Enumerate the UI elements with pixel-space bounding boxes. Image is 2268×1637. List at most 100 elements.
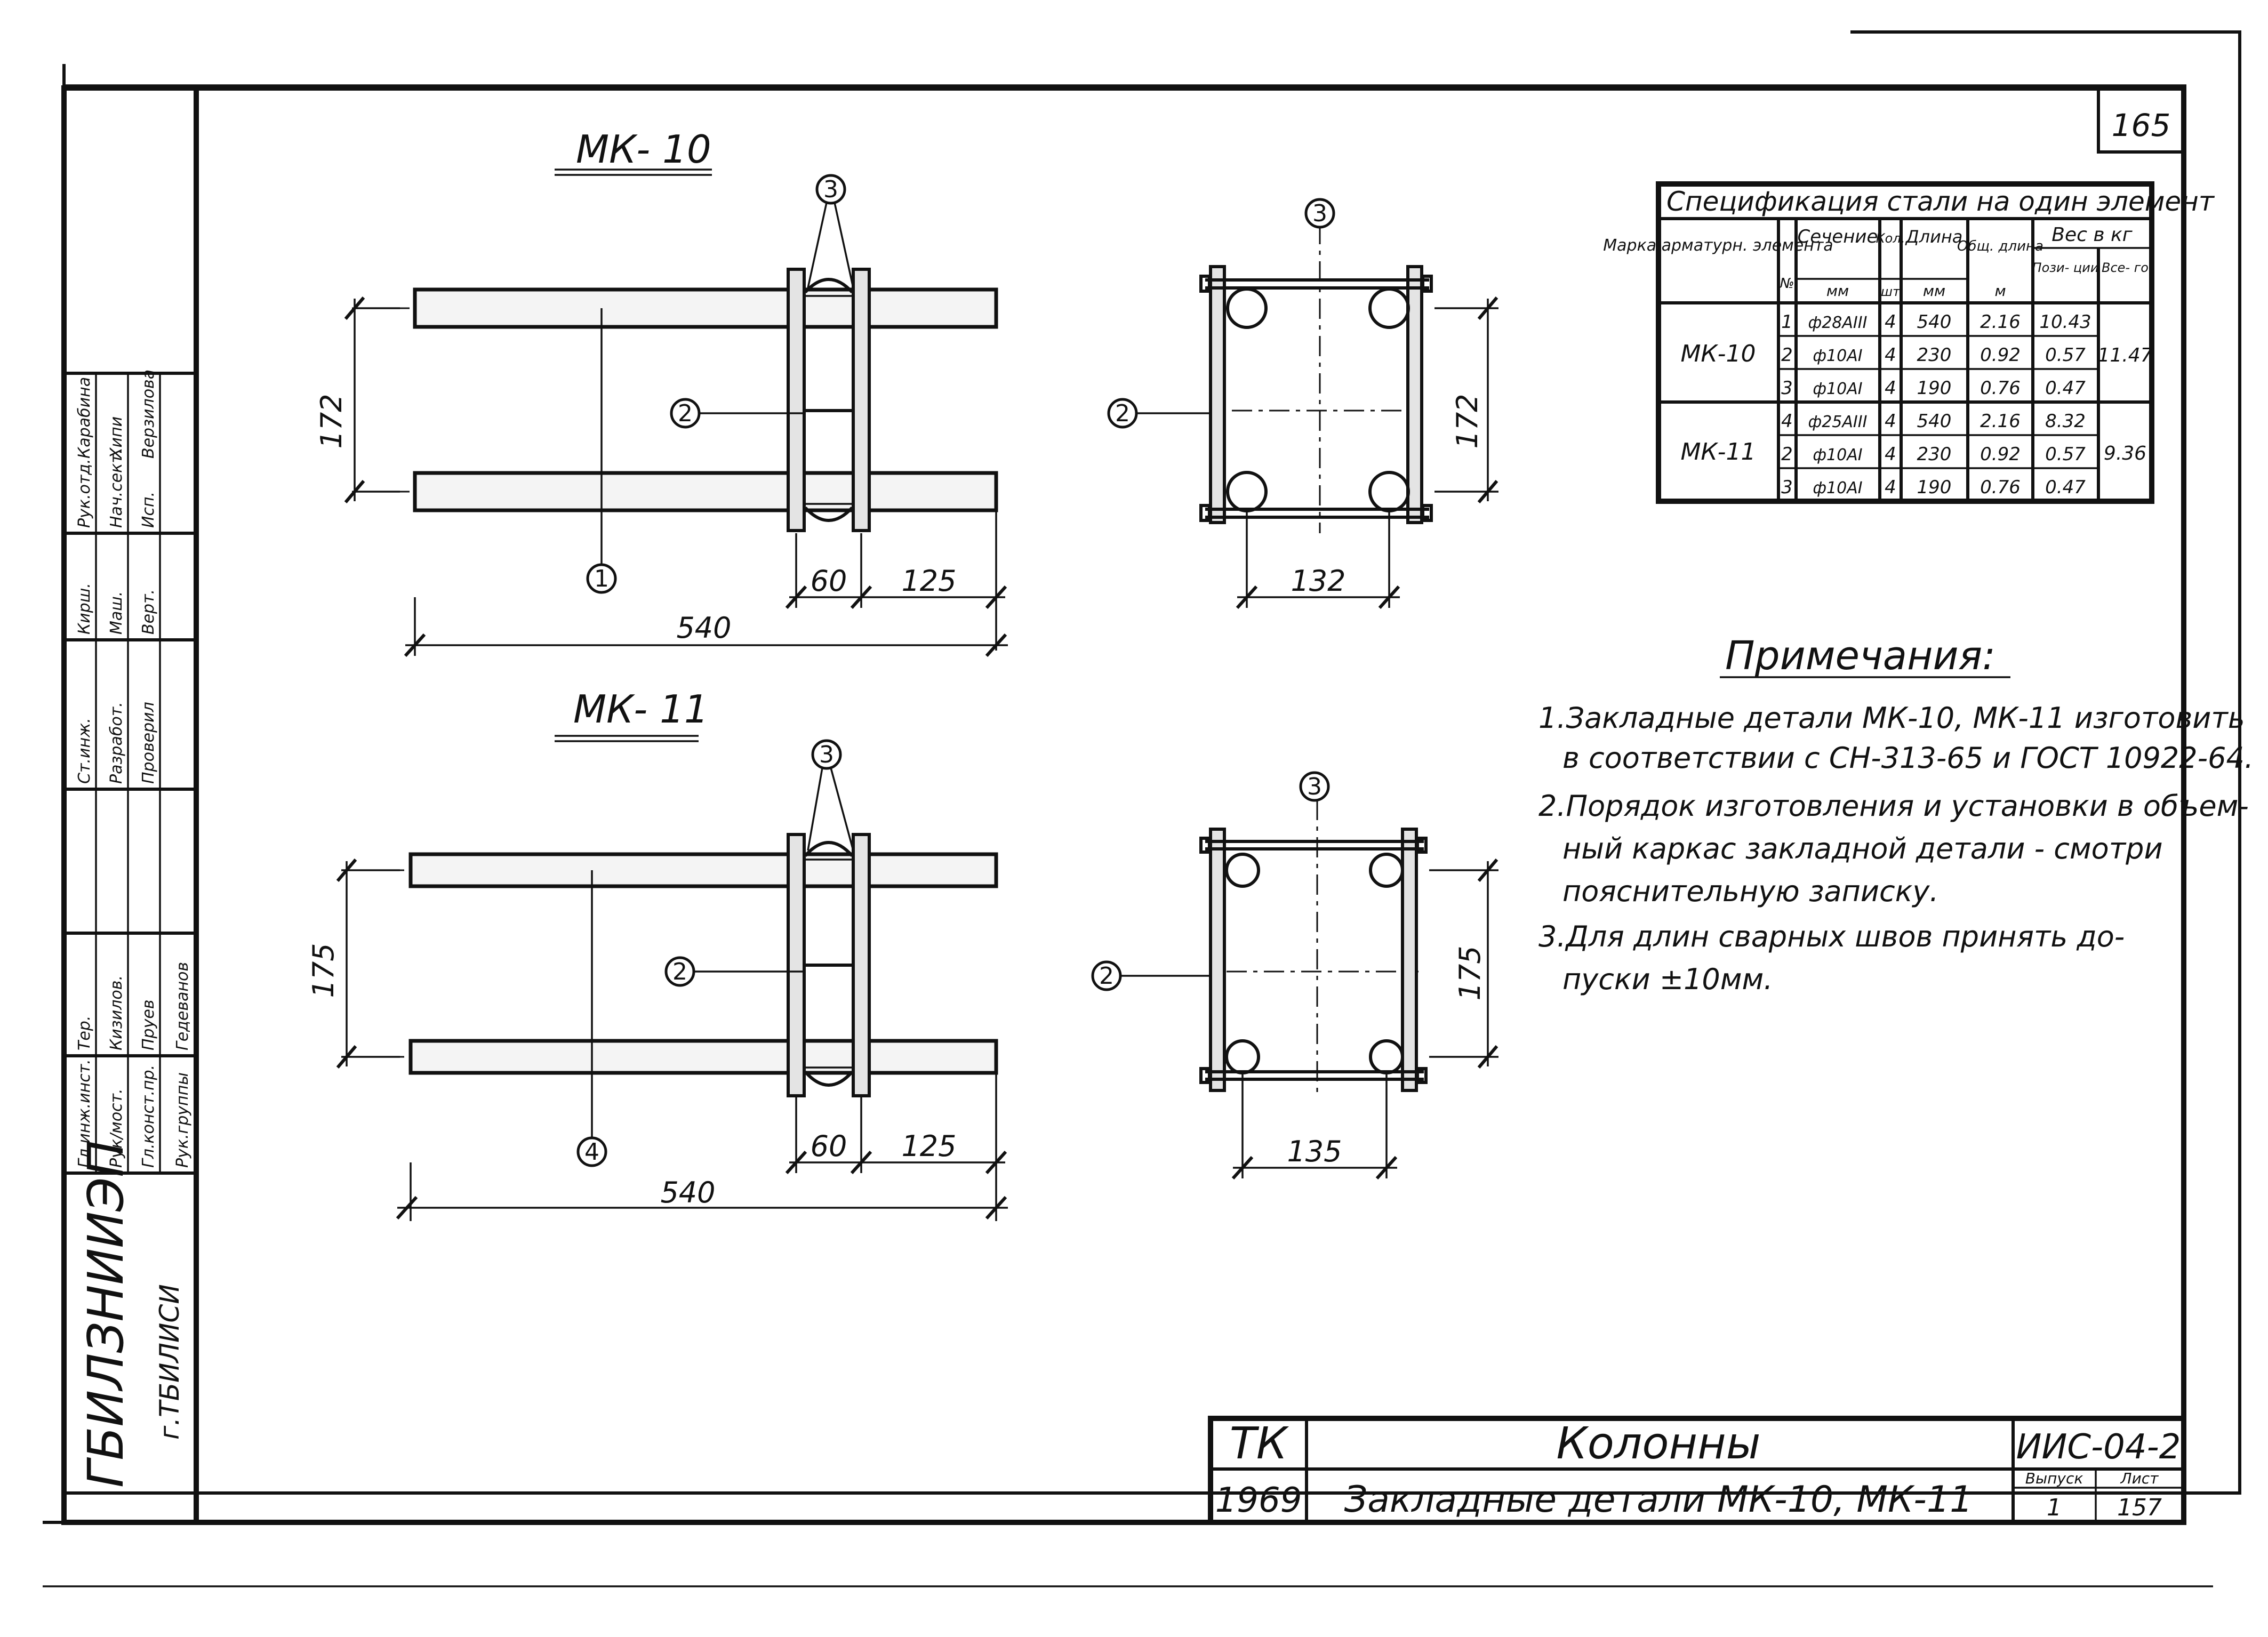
spec-cell: 540 [1917, 311, 1952, 333]
tb-sheet-label: Лист [2120, 1470, 2159, 1487]
spec-g2-row-1: 4 ф25АIII 4 540 2.16 8.32 [1781, 411, 2086, 432]
tb-subtitle: Закладные детали МК-10, МК-11 [1344, 1479, 1973, 1521]
mk11-side-bubble-plates: 3 [1307, 773, 1322, 800]
spec-cell: 230 [1917, 344, 1952, 366]
spec-cell: 3 [1781, 477, 1793, 498]
spec-g1-mark: МК-10 [1680, 340, 1756, 367]
spec-cell: 230 [1917, 444, 1952, 465]
mk10-plate-left [787, 268, 806, 532]
name-3-1: Карабина [75, 377, 94, 459]
spec-cell: 4 [1885, 411, 1896, 432]
spec-h-length-unit: мм [1923, 282, 1945, 300]
notes-line-5: пояснительную записку. [1562, 874, 1938, 908]
spec-h-section-unit: мм [1826, 282, 1849, 300]
mk10-side-plate-left [1209, 265, 1226, 524]
spec-cell: 2 [1781, 444, 1793, 465]
tb-doc-code: ИИС-04-2 [2016, 1427, 2181, 1467]
mk11-side-view: 3 2 175 135 [1091, 771, 1498, 1180]
spec-cell: 540 [1917, 411, 1952, 432]
mk11-bubble-plates: 3 [819, 741, 834, 768]
name-1-4: Гедеванов [173, 962, 192, 1050]
mk11-plate-left [787, 833, 806, 1097]
mk11-side-dim-width: 135 [1287, 1135, 1342, 1168]
spec-table: Спецификация стали на один элемент Марка… [1603, 181, 2215, 504]
sig-1-1: Гл.инж.инст. [75, 1059, 94, 1168]
sig-2-2: Разработ. [107, 702, 126, 784]
spec-h-mark: Марка арматурн. элемента [1603, 236, 1833, 255]
mk10-side-bubble-bars: 2 [1115, 400, 1130, 427]
spec-title: Спецификация стали на один элемент [1666, 186, 2215, 217]
name-1-3: Пруев [139, 1000, 158, 1051]
spec-h-qty-unit: шт [1881, 284, 1901, 299]
mk11-dim-width: 540 [660, 1176, 715, 1209]
sig-1-4: Рук.группы [173, 1072, 192, 1168]
mk10-bubble-plates: 3 [823, 176, 838, 203]
spec-cell: 4 [1885, 477, 1896, 498]
mk11-rod-top [408, 852, 998, 888]
spec-cell: ф10АI [1813, 446, 1862, 464]
name-2-3: Верт. [139, 589, 158, 635]
spec-cell: 2.16 [1980, 411, 2021, 432]
mk10-side-plate-right [1406, 265, 1423, 524]
sig-3-1: Рук.отд. [75, 459, 94, 528]
left-stamp: ГБИЛЗНИИЭП г.ТБИЛИСИ Гл.инж.инст. Рук/мо… [62, 370, 198, 1524]
spec-cell: ф10АI [1813, 479, 1862, 497]
sig-2-1: Ст.инж. [75, 718, 94, 784]
mk11-bubble-bars: 2 [672, 958, 687, 985]
spec-cell: ф10АI [1813, 380, 1862, 398]
spec-cell: 1 [1781, 311, 1793, 333]
page-number-box: 165 [2097, 86, 2185, 154]
spec-cell: 4 [1781, 411, 1793, 432]
mk10-side-dim-width: 132 [1291, 564, 1345, 598]
name-2-1: Кирш. [75, 583, 94, 635]
mk10-rod-bottom [413, 471, 998, 512]
sig-1-3: Гл.конст.пр. [139, 1065, 158, 1168]
tb-name: Колонны [1557, 1418, 1761, 1469]
page-number: 165 [2112, 107, 2171, 143]
mk11-side-plate-left [1209, 828, 1226, 1092]
spec-h-total-length: Общ. длина [1957, 238, 2043, 254]
spec-cell: ф28АIII [1808, 314, 1868, 332]
mk10-plate-right [852, 268, 871, 532]
spec-cell: 4 [1885, 378, 1896, 399]
mk11-front-view: МК- 11 3 2 4 175 [307, 687, 1008, 1221]
spec-cell: 8.32 [2045, 411, 2086, 432]
spec-g1-total: 11.47 [2097, 344, 2152, 366]
notes-block: Примечания: 1.Закладные детали МК-10, МК… [1538, 633, 2254, 996]
tb-sheet: 157 [2117, 1494, 2162, 1521]
spec-g1-row-2: 2 ф10АI 4 230 0.92 0.57 [1781, 344, 2086, 366]
spec-h-weight-pos: Пози- ции [2032, 260, 2099, 275]
name-3-3: Верзилова [139, 370, 158, 459]
spec-cell: 0.92 [1980, 444, 2021, 465]
mk11-bubble-rods: 4 [584, 1138, 599, 1166]
mk10-dim-overhang: 125 [901, 564, 956, 598]
mk10-front-view: МК- 10 3 2 1 1 [315, 127, 1008, 657]
mk11-side-plate-right [1401, 828, 1418, 1092]
spec-cell: 0.57 [2045, 444, 2086, 465]
spec-cell: 10.43 [2039, 311, 2091, 333]
spec-g2-row-2: 2 ф10АI 4 230 0.92 0.57 [1781, 444, 2086, 465]
spec-h-qty: Кол. [1876, 231, 1905, 246]
spec-cell: 0.76 [1980, 477, 2021, 498]
notes-line-1: 1.Закладные детали МК-10, МК-11 изготови… [1538, 701, 2245, 735]
spec-h-weight-total: Все- го [2102, 260, 2149, 275]
mk11-dim-gap: 60 [811, 1129, 847, 1163]
spec-g2-mark: МК-11 [1680, 438, 1756, 466]
notes-line-6: 3.Для длин сварных швов принять до- [1538, 920, 2125, 953]
spec-cell: 4 [1885, 311, 1896, 333]
name-2-2: Маш. [107, 591, 126, 635]
spec-cell: 0.92 [1980, 344, 2021, 366]
spec-cell: 4 [1885, 444, 1896, 465]
mk11-rod-bottom [408, 1039, 998, 1075]
mk11-dim-overhang: 125 [901, 1129, 956, 1163]
notes-line-2: в соответствии с СН-313-65 и ГОСТ 10922-… [1562, 741, 2254, 775]
sig-2-3: Проверил [139, 702, 158, 784]
spec-h-total-length-unit: м [1994, 282, 2006, 300]
spec-cell: 190 [1917, 378, 1952, 399]
stamp-city: г.ТБИЛИСИ [154, 1284, 185, 1440]
mk11-title: МК- 11 [573, 687, 709, 732]
mk11-dim-height: 175 [307, 943, 340, 998]
tb-code: ТК [1230, 1418, 1289, 1469]
mk11-side-dim-height: 175 [1453, 945, 1487, 1000]
spec-g1-row-1: 1 ф28АIII 4 540 2.16 10.43 [1781, 311, 2091, 333]
